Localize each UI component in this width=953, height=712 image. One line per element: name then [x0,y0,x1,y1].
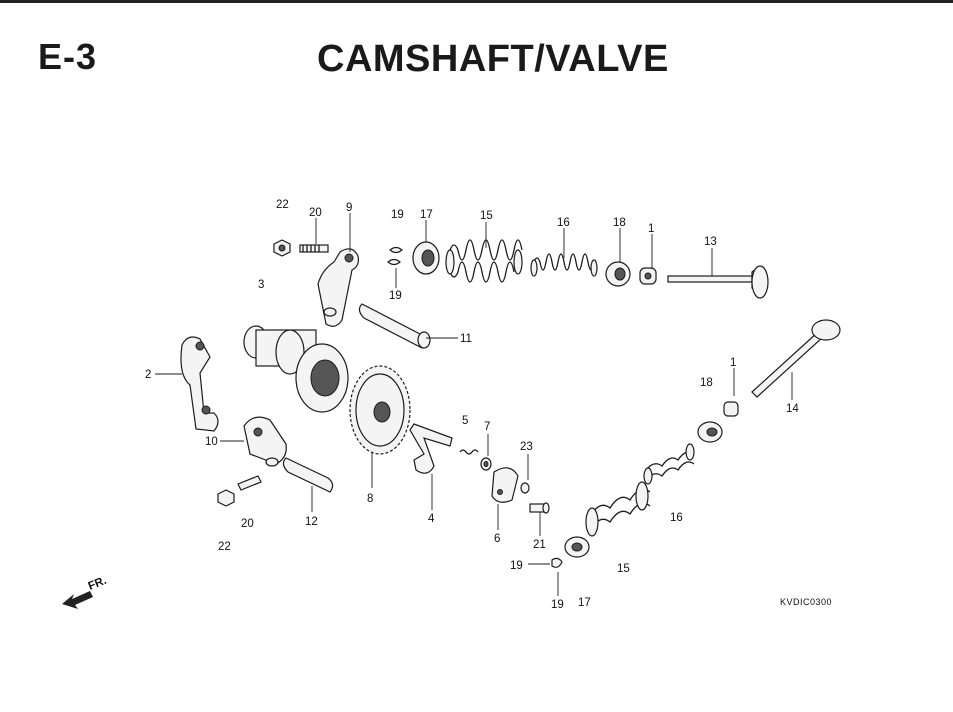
top-rule [0,0,953,3]
front-arrow-icon: FR. [62,575,108,609]
leader-lines [155,213,793,596]
callout-5: 5 [462,415,468,427]
callout-11: 11 [460,333,472,345]
part-outer-spring-bottom [585,481,651,537]
part-bolt [529,502,550,514]
callouts: 22 20 9 19 17 15 16 18 1 13 3 19 11 2 10… [145,199,799,611]
part-outer-spring-top [445,239,523,283]
callout-4: 4 [428,513,435,525]
section-code: E-3 [38,36,98,77]
page-title: CAMSHAFT/VALVE [317,38,669,80]
callout-22b: 22 [218,541,231,553]
callout-16: 16 [557,217,570,229]
callout-19b: 19 [389,290,402,302]
part-stem-seal-bottom [723,401,739,417]
part-spring-seat-top [605,261,631,287]
part-washer [480,457,492,471]
part-spring-seat-bottom [697,421,723,443]
part-valve-top [667,265,769,299]
part-inner-spring-top [530,253,598,277]
callout-3: 3 [258,279,264,291]
callout-19c: 19 [510,560,523,572]
callout-7: 7 [484,421,490,433]
part-camshaft [243,325,349,413]
callout-9: 9 [346,202,352,214]
part-rocker-arm-upper [317,248,359,327]
callout-19d: 19 [551,599,564,611]
callout-17b: 17 [578,597,591,609]
part-cam-sprocket [349,365,411,455]
callout-6: 6 [494,533,500,545]
callout-22: 22 [276,199,289,211]
callout-10: 10 [205,436,218,448]
callout-15b: 15 [617,563,630,575]
part-valve-cotter-top [387,246,403,266]
callout-17: 17 [420,209,433,221]
callout-18: 18 [613,217,626,229]
callout-19: 19 [391,209,404,221]
part-rocker-shaft-upper [358,303,431,349]
part-cam-bracket [180,336,219,432]
part-adjust-screw-bottom [237,475,262,491]
callout-18b: 18 [700,377,713,389]
callout-1: 1 [648,223,654,235]
part-clip [520,482,530,494]
part-valve-cotter-bottom [551,557,563,568]
callout-2: 2 [145,369,151,381]
callout-1b: 1 [730,357,736,369]
callout-16b: 16 [670,512,683,524]
part-decompressor [409,423,453,474]
callout-12: 12 [305,516,318,528]
callout-15: 15 [480,210,493,222]
part-rocker-arm-lower [243,416,287,467]
part-adjust-screw-top [299,244,329,253]
part-rocker-shaft-lower [282,457,334,493]
front-direction-label: FR. [87,575,109,593]
callout-20: 20 [309,207,322,219]
callout-21: 21 [533,539,546,551]
callout-23: 23 [520,441,533,453]
part-set-plate [491,467,519,503]
callout-20b: 20 [241,518,254,530]
part-stem-seal-top [639,267,657,285]
drawing-code: KVDIC0300 [780,597,832,607]
part-valve-bottom [751,319,841,398]
part-nut-top [273,239,291,257]
part-nut-bottom [217,489,235,507]
callout-14: 14 [786,403,799,415]
callout-13: 13 [704,236,717,248]
part-spring-retainer-top [412,241,440,275]
part-inner-spring-bottom [643,443,695,485]
part-spring-retainer-bottom [564,536,590,558]
callout-8: 8 [367,493,373,505]
part-decomp-spring [459,449,479,455]
